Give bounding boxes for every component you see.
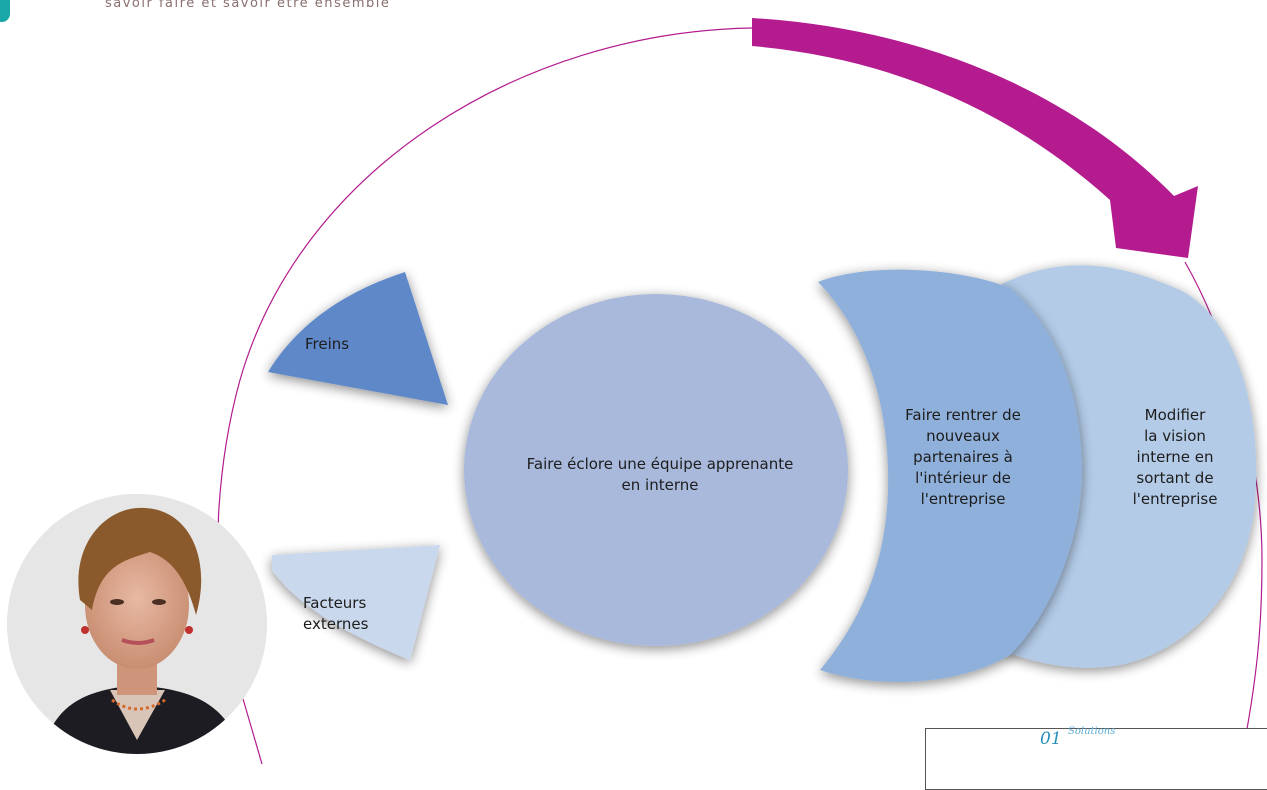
brand-accent-bar [0,0,10,22]
freins-label: Freins [305,335,350,353]
facteurs-externes-label: Facteurs externes [303,594,369,633]
chevron-1-label: Faire rentrer de nouveaux partenaires à … [905,406,1021,508]
center-circle [464,294,848,646]
chevron-2-label: Modifier la vision interne en sortant de… [1132,406,1218,508]
chevron-2-shape [1000,265,1257,668]
portrait-photo-icon [7,494,267,754]
center-label: Faire éclore une équipe apprenante en in… [526,455,794,494]
freins-shape [268,272,448,405]
tagline: savoir faire et savoir être ensemble [105,0,391,11]
logo-frame [925,728,1267,790]
diagram-canvas [7,18,1263,764]
facteurs-shape [272,545,440,660]
chevron-1-shape [818,269,1082,682]
logo-number: 01 [1040,729,1062,749]
logo-script-text: Solutions [1068,726,1116,737]
magenta-arrow-icon [752,18,1198,258]
